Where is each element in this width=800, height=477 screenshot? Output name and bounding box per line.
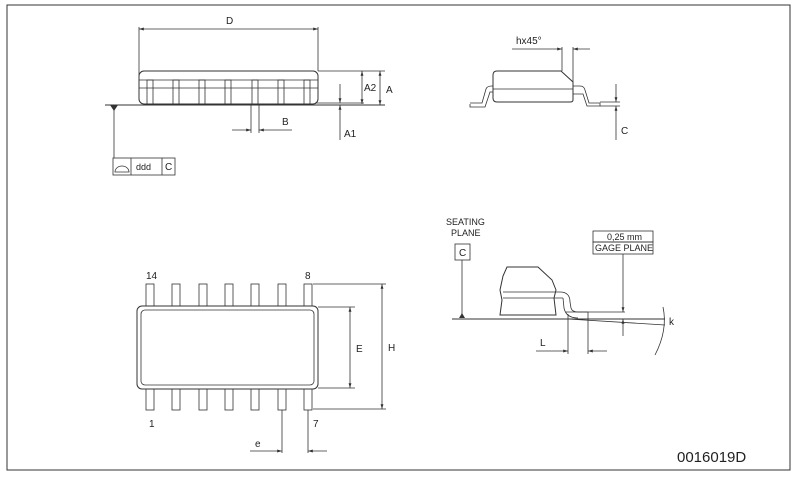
flatness-symbol-icon [114, 165, 130, 173]
label-pitch: e [255, 439, 261, 450]
label-l: L [540, 338, 546, 349]
pin-14-label: 14 [146, 271, 158, 282]
seating-plane-label-1: SEATING [446, 217, 485, 227]
label-d: D [226, 16, 233, 27]
label-a1: A1 [344, 129, 357, 140]
label-e-width: E [356, 344, 363, 355]
drawing-code: 0016019D [677, 449, 746, 466]
label-c: C [621, 126, 628, 137]
label-a2: A2 [364, 83, 377, 94]
feature-control-frame: ddd C [112, 157, 176, 176]
datum-label: C [165, 162, 172, 173]
end-view: hx45° C [469, 36, 628, 140]
drawing-frame [6, 4, 791, 471]
gage-value: 0,25 mm [607, 232, 642, 242]
pin-1-label: 1 [149, 419, 155, 430]
seating-plane-label-2: PLANE [451, 228, 481, 238]
label-b: B [282, 117, 289, 128]
detail-view: SEATING PLANE C 0,25 mm GAGE PLANE L k [446, 217, 675, 356]
label-h: H [388, 343, 395, 354]
package-body-top [136, 305, 319, 390]
pin-7-label: 7 [313, 419, 319, 430]
label-a: A [386, 85, 393, 96]
package-body-side [138, 70, 319, 105]
label-k: k [669, 317, 675, 328]
gage-plane-label: GAGE PLANE [595, 243, 653, 253]
label-chamfer: hx45° [516, 36, 542, 47]
datum-c-label: C [459, 248, 466, 259]
side-view: D A2 A A1 B [105, 16, 393, 158]
tolerance-value: ddd [136, 162, 151, 172]
side-leads [146, 79, 311, 106]
top-view-pins [145, 283, 313, 411]
pin-8-label: 8 [305, 271, 311, 282]
top-view: 14 8 1 7 E H e [136, 271, 395, 453]
